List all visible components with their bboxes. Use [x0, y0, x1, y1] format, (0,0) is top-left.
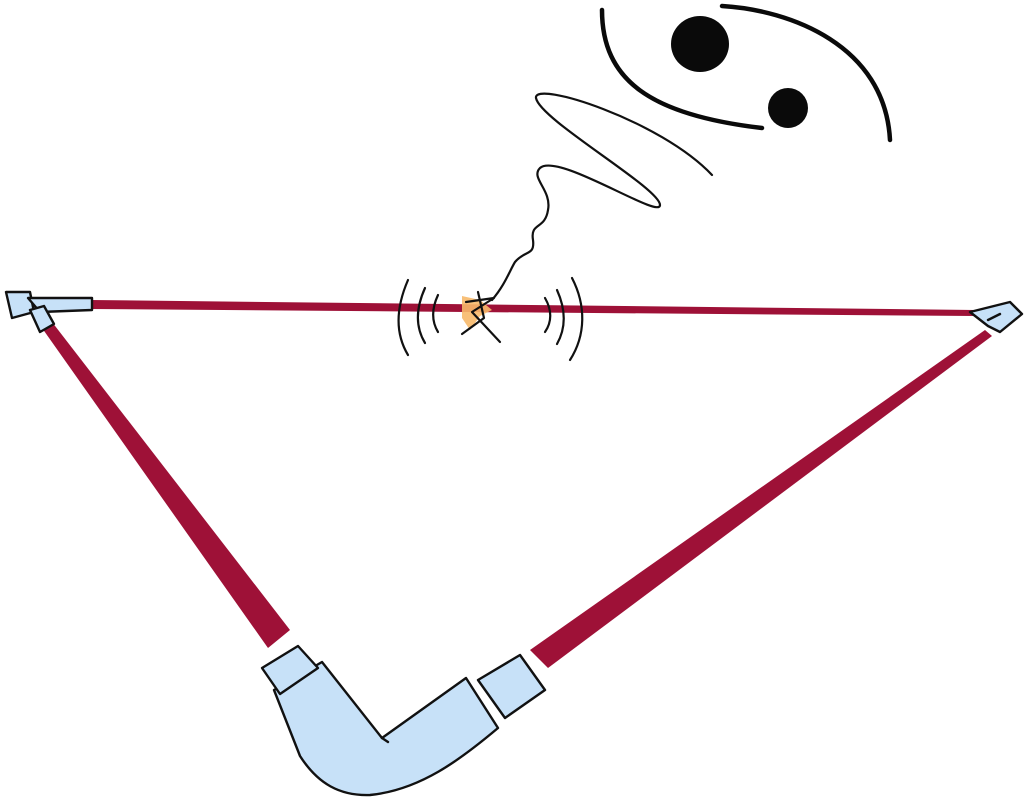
face-outline-arc	[719, 3, 893, 143]
wave-line	[490, 92, 714, 302]
right-laser-beam	[530, 330, 992, 668]
left-mirror-joint-icon	[4, 290, 94, 334]
face-eye-lower	[768, 88, 808, 128]
vibration-lines-left	[397, 278, 440, 357]
spark-icon	[460, 290, 502, 344]
bottom-elbow-pipe-icon	[260, 644, 547, 797]
left-laser-beam	[42, 322, 290, 648]
right-mirror-joint-icon	[968, 300, 1024, 334]
vibration-lines-right	[543, 276, 584, 362]
face-mouth-arc	[599, 7, 765, 131]
face-eye-upper	[671, 16, 729, 72]
top-laser-beam	[90, 300, 975, 316]
face-icon	[599, 3, 893, 143]
